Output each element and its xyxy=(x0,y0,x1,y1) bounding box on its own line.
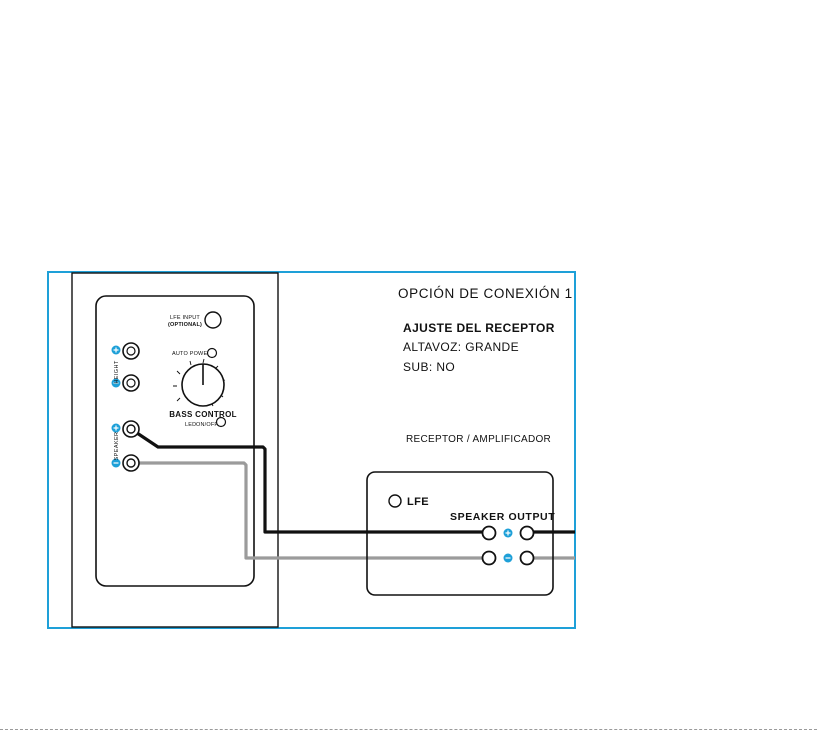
speaker-plus-icon xyxy=(112,424,121,433)
speaker-positive-jack[interactable] xyxy=(123,421,139,437)
speaker-output-label: SPEAKER OUTPUT xyxy=(450,511,555,523)
height-label: HEIGHT xyxy=(114,360,120,383)
speaker-label: SPEAKER xyxy=(114,432,120,461)
amp-negative-right-jack[interactable] xyxy=(521,552,534,565)
lfe-output-label: LFE xyxy=(407,496,429,508)
receiver-settings-heading: AJUSTE DEL RECEPTOR xyxy=(403,321,555,335)
bass-control-knob[interactable] xyxy=(173,359,225,406)
amp-negative-minus-icon xyxy=(504,554,513,563)
amp-positive-plus-icon xyxy=(504,529,513,538)
led-switch[interactable] xyxy=(217,418,226,427)
bass-control-label: BASS CONTROL xyxy=(169,410,237,419)
sub-setting: SUB: NO xyxy=(403,360,455,374)
page-bottom-rule xyxy=(0,729,817,731)
receiver-caption: RECEPTOR / AMPLIFICADOR xyxy=(406,434,551,445)
amp-positive-left-jack[interactable] xyxy=(483,527,496,540)
speaker-negative-jack[interactable] xyxy=(123,455,139,471)
amp-positive-right-jack[interactable] xyxy=(521,527,534,540)
height-positive-jack[interactable] xyxy=(123,343,139,359)
lfe-input-jack[interactable] xyxy=(205,312,221,328)
led-state-label: ON/OFF xyxy=(196,422,218,428)
height-plus-icon xyxy=(112,346,121,355)
lfe-input-label: LFE INPUT xyxy=(170,315,200,321)
connection-option-title: OPCIÓN DE CONEXIÓN 1 xyxy=(398,286,573,301)
auto-power-indicator xyxy=(208,349,217,358)
amp-negative-left-jack[interactable] xyxy=(483,552,496,565)
lfe-output-jack[interactable] xyxy=(389,495,401,507)
height-negative-jack[interactable] xyxy=(123,375,139,391)
speaker-setting: ALTAVOZ: GRANDE xyxy=(403,340,519,354)
lfe-input-optional-label: (OPTIONAL) xyxy=(168,322,202,328)
auto-power-label: AUTO POWER xyxy=(172,351,212,357)
led-label: LED xyxy=(185,422,196,428)
